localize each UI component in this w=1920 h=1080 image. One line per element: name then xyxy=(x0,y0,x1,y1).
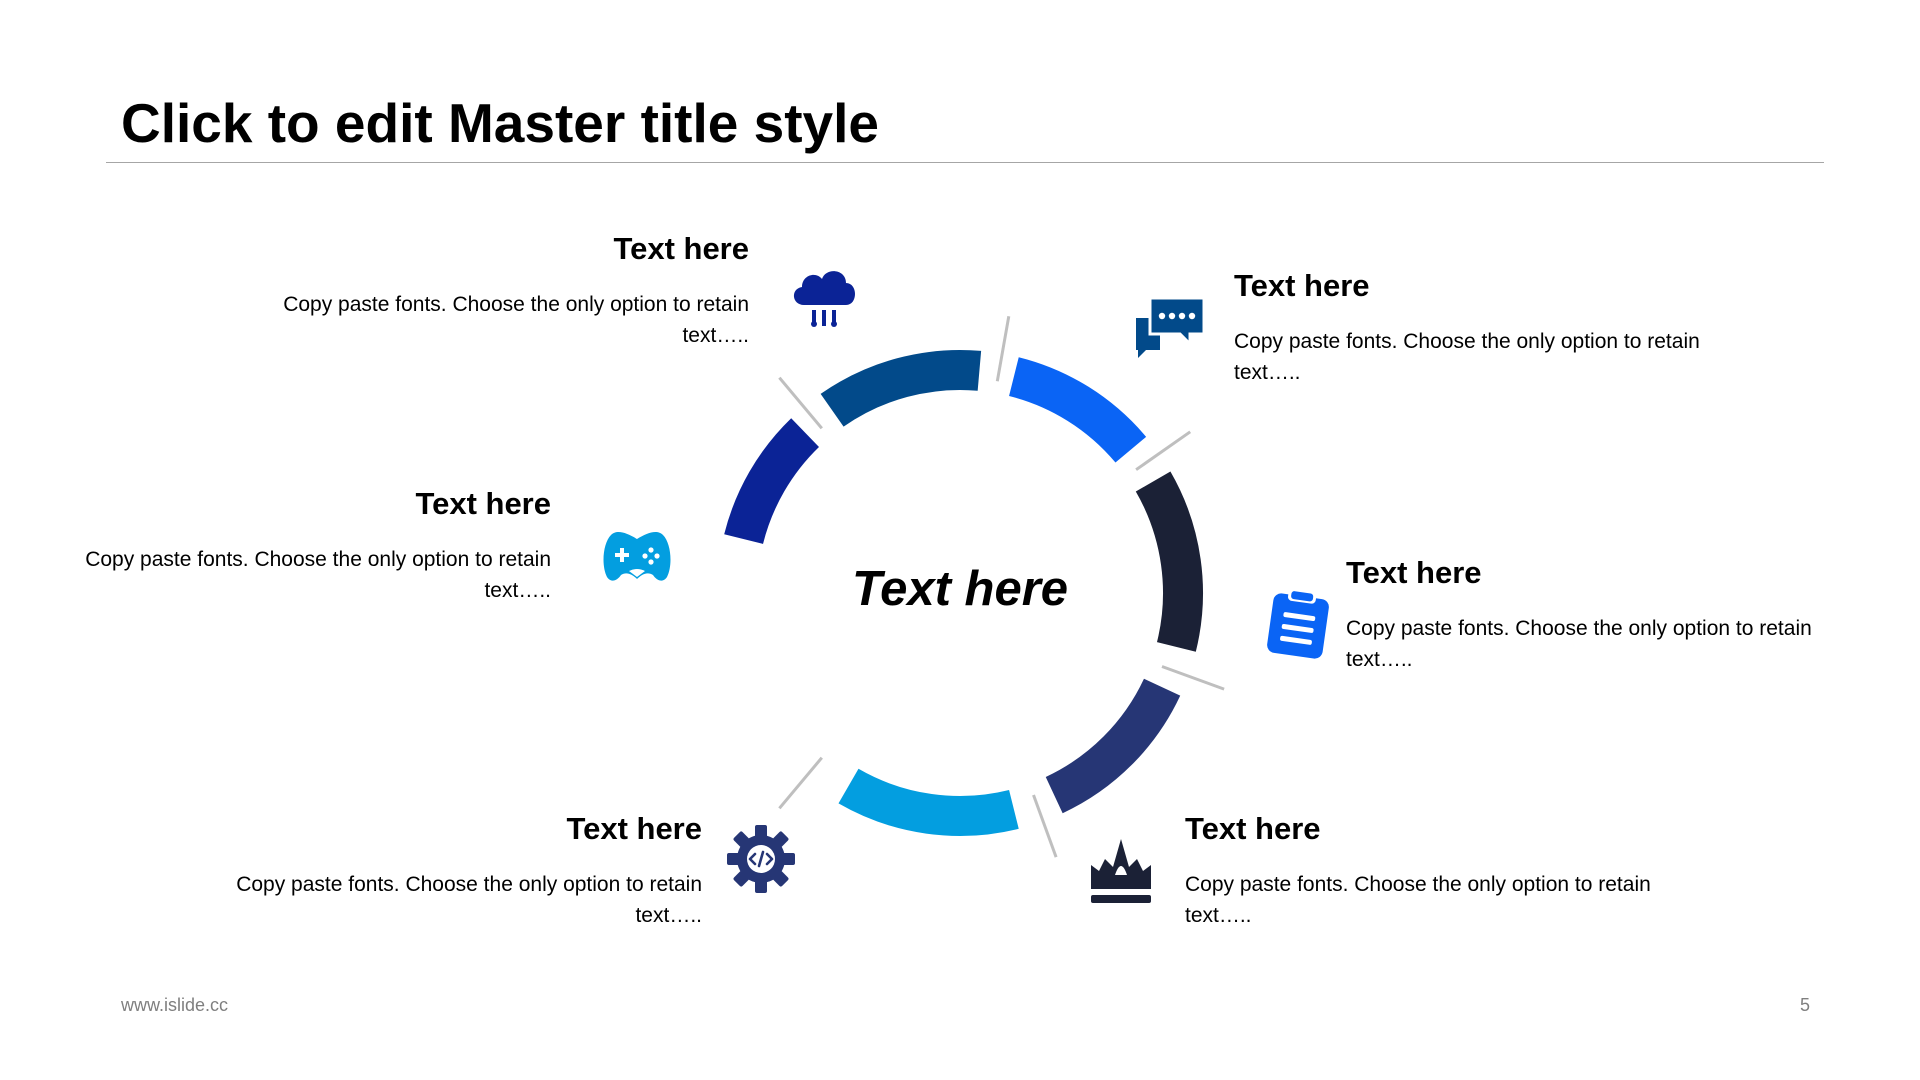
connector-line-4 xyxy=(1161,665,1225,691)
text-block-3: Text here Copy paste fonts. Choose the o… xyxy=(1346,553,1866,675)
block-heading: Text here xyxy=(613,231,749,266)
footer-url[interactable]: www.islide.cc xyxy=(121,995,229,1015)
code-gear-icon xyxy=(721,819,801,899)
block-body: Copy paste fonts. Choose the only option… xyxy=(1185,873,1651,927)
text-block-4: Text here Copy paste fonts. Choose the o… xyxy=(1185,809,1705,931)
ring-segment-6 xyxy=(838,768,1019,836)
block-heading: Text here xyxy=(566,811,702,846)
text-block-5: Text here Copy paste fonts. Choose the o… xyxy=(182,809,702,931)
connector-line-6 xyxy=(778,756,823,810)
slide-title: Click to edit Master title style xyxy=(121,92,879,154)
connector-line-5 xyxy=(1032,794,1058,858)
center-label: Text here xyxy=(851,562,1069,616)
block-body: Copy paste fonts. Choose the only option… xyxy=(85,548,551,602)
block-heading: Text here xyxy=(1234,268,1370,303)
connector-line-2 xyxy=(995,316,1011,382)
block-heading: Text here xyxy=(415,486,551,521)
crown-icon xyxy=(1081,827,1161,907)
text-block-6: Text here Copy paste fonts. Choose the o… xyxy=(31,484,551,606)
block-body: Copy paste fonts. Choose the only option… xyxy=(236,873,702,927)
block-body: Copy paste fonts. Choose the only option… xyxy=(1234,330,1700,384)
ring-segment-5 xyxy=(1045,678,1181,814)
ring-segment-3 xyxy=(1008,357,1147,463)
gamepad-icon xyxy=(597,515,677,595)
block-body: Copy paste fonts. Choose the only option… xyxy=(283,293,749,347)
clipboard-icon xyxy=(1258,582,1338,662)
title-divider xyxy=(106,162,1824,163)
block-body: Copy paste fonts. Choose the only option… xyxy=(1346,617,1812,671)
block-heading: Text here xyxy=(1185,811,1321,846)
ring-segment-4 xyxy=(1135,471,1203,652)
text-block-2: Text here Copy paste fonts. Choose the o… xyxy=(1234,266,1754,388)
connector-line-3 xyxy=(1135,430,1192,471)
page-number: 5 xyxy=(1799,995,1810,1015)
cloud-computing-icon xyxy=(784,253,864,333)
text-block-1: Text here Copy paste fonts. Choose the o… xyxy=(229,229,749,351)
ring-segment-1 xyxy=(724,418,820,545)
connector-line-1 xyxy=(778,376,823,430)
block-heading: Text here xyxy=(1346,555,1482,590)
ring-segment-2 xyxy=(820,350,982,427)
chat-bubbles-icon xyxy=(1130,288,1210,368)
